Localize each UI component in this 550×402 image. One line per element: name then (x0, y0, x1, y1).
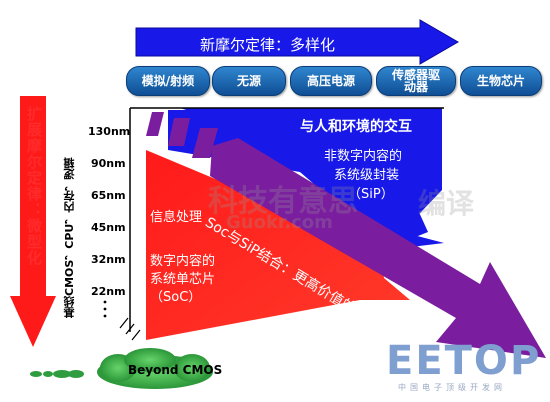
node-90nm: 90nm (91, 157, 126, 170)
eetop-logo: EETOP (386, 338, 542, 384)
category-high-voltage-power: 高压电源 (290, 66, 372, 96)
axis-label: 基线CMOS，CPU，内存，逻辑 (63, 157, 76, 318)
blue-arrow-line1: 非数字内容的 (324, 149, 403, 164)
left-arrow-label: 扩展摩尔定律：微型化 (25, 106, 43, 266)
beyond-cmos-cloud (30, 348, 213, 389)
ellipsis-dots (103, 300, 107, 318)
axis-break-marks (119, 317, 141, 341)
top-blue-arrow (135, 19, 459, 65)
node-65nm: 65nm (91, 189, 126, 202)
red-region-line2: 系统单芯片 (150, 272, 216, 287)
red-region-line1: 数字内容的 (150, 254, 216, 269)
red-region-title: 信息处理 (150, 210, 203, 225)
blue-arrow-title: 与人和环境的交互 (300, 119, 412, 135)
watermark-guokr-en: Guokr.com (226, 212, 333, 233)
watermark-guokr: 科技有意思 (208, 184, 358, 219)
beyond-cmos-label: Beyond CMOS (128, 363, 223, 377)
category-passive: 无源 (212, 66, 286, 96)
left-red-arrow (10, 96, 56, 347)
purple-diagonal-arrow (210, 138, 546, 358)
top-arrow-label: 新摩尔定律：多样化 (200, 36, 336, 54)
node-22nm: 22nm (91, 285, 126, 298)
eetop-subtitle: 中国电子顶级开发网 (398, 383, 506, 392)
category-sensor-driver: 传感器驱动器 (376, 66, 456, 96)
red-region (146, 150, 410, 340)
category-analog-rf: 模拟/射频 (126, 66, 210, 96)
red-region-line3: （SoC） (150, 290, 202, 305)
node-45nm: 45nm (91, 221, 126, 234)
node-32nm: 32nm (91, 253, 126, 266)
watermark-bianyi: 编译 (418, 187, 475, 220)
category-biochip: 生物芯片 (460, 66, 542, 96)
purple-dashes (146, 112, 218, 158)
node-130nm: 130nm (88, 125, 131, 138)
category-sensor-driver-label: 传感器驱动器 (391, 68, 440, 94)
blue-arrow-line2: 系统级封装 (334, 168, 400, 183)
blue-arrow-line3: （SiP） (348, 187, 394, 202)
